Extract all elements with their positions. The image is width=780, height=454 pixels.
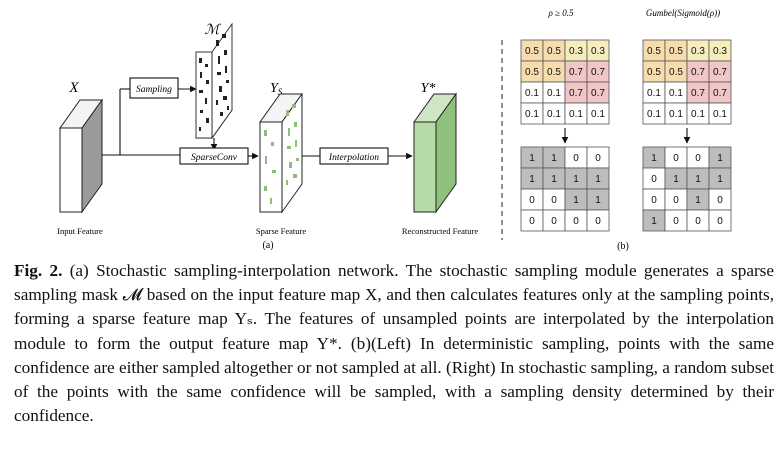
grid-cell-value: 0.1 <box>647 109 661 120</box>
grid-cell-value: 0 <box>551 216 557 227</box>
grid-cell-value: 0.5 <box>669 67 683 78</box>
sparseconv-label: SparseConv <box>191 153 238 163</box>
grid-cell-value: 1 <box>551 174 557 185</box>
reconstructed-feature-box <box>413 92 457 214</box>
sampling-label: Sampling <box>136 85 172 95</box>
grid-cell-value: 0 <box>695 153 701 164</box>
grid-cell-value: 0.7 <box>713 88 727 99</box>
grid-cell-value: 0.7 <box>691 67 705 78</box>
grid-cell-value: 0 <box>673 195 679 206</box>
grid-cell-value: 1 <box>595 174 601 185</box>
grid-cell-value: 0.1 <box>669 109 683 120</box>
grid-cell-value: 0 <box>717 195 723 206</box>
grid-cell-value: 0.7 <box>569 88 583 99</box>
grid-cell-value: 0 <box>573 216 579 227</box>
confidence-grid-left: 0.5 0.5 0.3 0.3 0.5 0.5 0.7 0.7 0.1 0.1 0.7 0.7 0.1 0… <box>520 39 610 125</box>
grid-cell-value: 0.5 <box>647 46 661 57</box>
right-title: Gumbel(Sigmoid(ρ)) <box>646 8 720 18</box>
grid-cell-value: 0 <box>551 195 557 206</box>
confidence-grid-right: 0.5 0.5 0.3 0.3 0.5 0.5 0.7 0.7 0.1 0.1 0.7 0.7 0.1 0… <box>642 39 732 125</box>
caption-text: (a) Stochastic sampling-interpolation ne… <box>14 261 775 426</box>
grid-cell-value: 0 <box>717 216 723 227</box>
sparse-symbol: YS <box>270 81 283 97</box>
grid-cell-value: 0 <box>595 216 601 227</box>
input-feature-label: Input Feature <box>57 226 103 236</box>
grid-cell-value: 1 <box>695 195 701 206</box>
grid-cell-value: 0.1 <box>591 109 605 120</box>
grid-cell-value: 1 <box>573 195 579 206</box>
left-title: ρ ≥ 0.5 <box>547 8 574 18</box>
grid-cell-value: 0 <box>695 216 701 227</box>
grid-cell-value: 0.7 <box>569 67 583 78</box>
grid-cell-value: 1 <box>717 153 723 164</box>
grid-cell-value: 1 <box>717 174 723 185</box>
sampling-box <box>129 77 179 99</box>
grid-cell-value: 0 <box>595 153 601 164</box>
grid-cell-value: 0.1 <box>713 109 727 120</box>
grid-cell-value: 0.7 <box>713 67 727 78</box>
sparse-feature-box <box>259 92 303 214</box>
grid-cell-value: 1 <box>529 174 535 185</box>
grid-cell-value: 0 <box>651 174 657 185</box>
figure-caption: Fig. 2. (a) Stochastic sampling-interpol… <box>14 259 774 428</box>
reconstructed-feature-label: Reconstructed Feature <box>402 226 478 236</box>
grid-cell-value: 1 <box>529 153 535 164</box>
grid-cell-value: 1 <box>573 174 579 185</box>
panel-a: X Input Feature Sampling ℳ <box>57 22 478 251</box>
deterministic-mask-grid: 1 1 0 0 1 1 1 1 0 0 1 1 0 0 0 0 <box>520 146 610 232</box>
figure-2: X Input Feature Sampling ℳ <box>57 8 732 252</box>
grid-cell-value: 0 <box>529 195 535 206</box>
grid-cell-value: 0 <box>651 195 657 206</box>
input-feature-box <box>59 98 103 214</box>
grid-cell-value: 0.5 <box>669 46 683 57</box>
grid-cell-value: 0 <box>529 216 535 227</box>
grid-cell-value: 0.7 <box>591 67 605 78</box>
grid-cell-value: 0.1 <box>525 88 539 99</box>
grid-cell-value: 1 <box>551 153 557 164</box>
grid-cell-value: 0.5 <box>525 46 539 57</box>
input-symbol: X <box>68 80 79 96</box>
grid-cell-value: 0.5 <box>525 67 539 78</box>
grid-cell-value: 0.3 <box>691 46 705 57</box>
grid-cell-value: 0.1 <box>547 88 561 99</box>
grid-cell-value: 0.5 <box>547 67 561 78</box>
grid-cell-value: 0.1 <box>691 109 705 120</box>
grid-cell-value: 1 <box>673 174 679 185</box>
grid-cell-value: 0 <box>673 216 679 227</box>
grid-cell-value: 1 <box>595 195 601 206</box>
grid-cell-value: 0.1 <box>647 88 661 99</box>
panel-b-label: (b) <box>617 241 629 252</box>
sparse-feature-label: Sparse Feature <box>256 226 307 236</box>
panel-a-label: (a) <box>262 240 273 251</box>
interpolation-label: Interpolation <box>328 153 379 163</box>
grid-cell <box>708 102 732 125</box>
grid-cell-value: 0.5 <box>647 67 661 78</box>
grid-cell-value: 0.3 <box>713 46 727 57</box>
grid-cell-value: 1 <box>651 216 657 227</box>
grid-cell-value: 0 <box>573 153 579 164</box>
grid-cell <box>708 209 732 232</box>
grid-cell-value: 0.1 <box>669 88 683 99</box>
mask-symbol: ℳ <box>205 23 222 38</box>
grid-cell-value: 0.3 <box>569 46 583 57</box>
grid-cell <box>586 209 610 232</box>
grid-cell-value: 0.7 <box>591 88 605 99</box>
grid-cell-value: 0.1 <box>525 109 539 120</box>
recon-symbol: Y* <box>421 81 436 96</box>
grid-cell-value: 0.1 <box>569 109 583 120</box>
grid-cell-value: 1 <box>695 174 701 185</box>
grid-cell-value: 0.1 <box>547 109 561 120</box>
grid-cell-value: 1 <box>651 153 657 164</box>
grid-cell-value: 0 <box>673 153 679 164</box>
grid-cell-value: 0.5 <box>547 46 561 57</box>
grid-cell <box>586 102 610 125</box>
stochastic-mask-grid: 1 0 0 1 0 1 1 1 0 0 1 0 1 0 0 0 <box>642 146 732 232</box>
grid-cell-value: 0.7 <box>691 88 705 99</box>
mask-card <box>195 22 233 140</box>
grid-cell-value: 0.3 <box>591 46 605 57</box>
figure-label: Fig. 2. <box>14 261 63 280</box>
